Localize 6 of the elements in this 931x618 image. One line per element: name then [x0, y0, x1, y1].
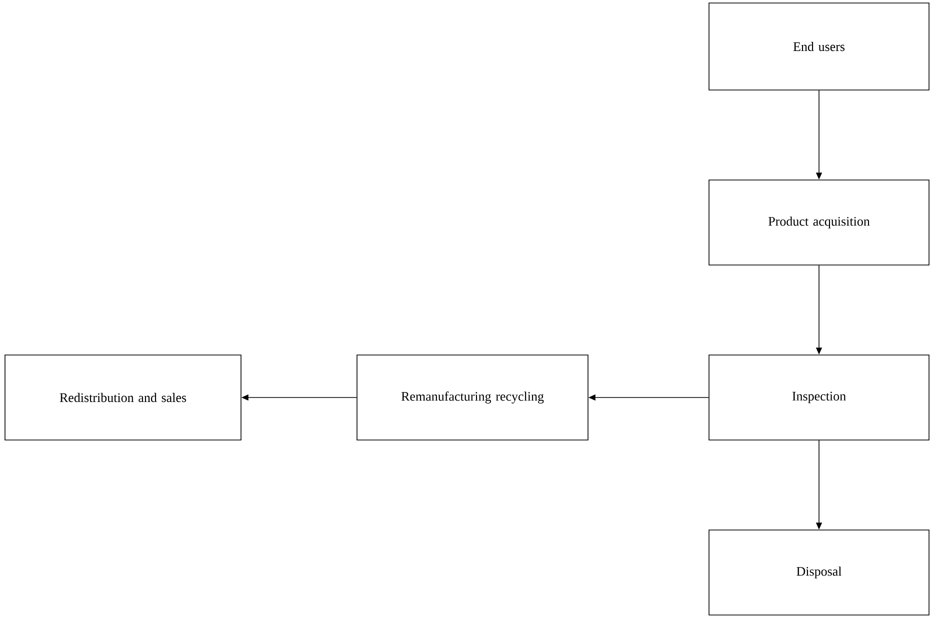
process-box: Product acquisition	[708, 180, 930, 266]
process-box: Disposal	[708, 530, 930, 616]
process-box: Remanufacturing recycling	[356, 354, 588, 440]
process-box: End users	[708, 2, 930, 90]
process-box: Redistribution and sales	[4, 354, 242, 440]
process-box: Inspection	[708, 354, 930, 440]
